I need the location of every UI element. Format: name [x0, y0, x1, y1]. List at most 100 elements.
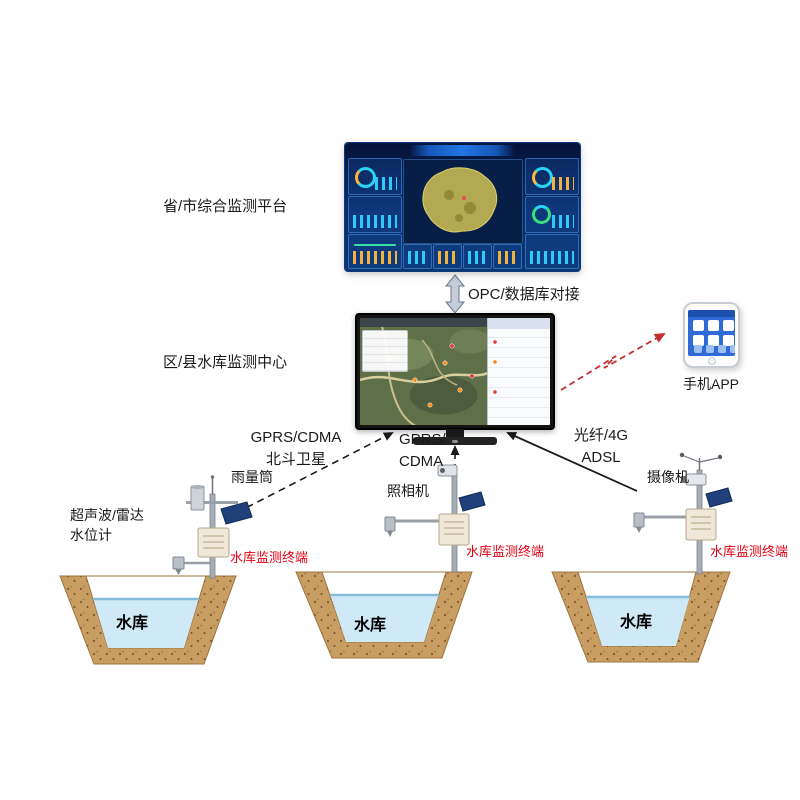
dashboard-panel [433, 244, 462, 269]
mobile-phone [683, 302, 740, 368]
bar-chart-icon [552, 215, 574, 228]
reservoir-basin-middle [295, 571, 473, 659]
terminal-label-right: 水库监测终端 [710, 544, 789, 559]
solar-panel-icon [705, 487, 733, 508]
dashboard-panel [525, 196, 579, 233]
provincial-platform-screen [345, 143, 580, 271]
terminal-label-left: 水库监测终端 [230, 550, 309, 565]
app-icon [708, 320, 719, 331]
dashboard-panel [403, 244, 432, 269]
water-left [93, 598, 199, 648]
county-center-monitor [355, 313, 555, 430]
terminal-box-middle [438, 513, 470, 546]
app-icon [723, 320, 734, 331]
donut-chart-icon [532, 205, 551, 224]
monitor-data-table [487, 318, 550, 425]
bar-chart-icon [375, 177, 397, 190]
link-middle-line1: GPRS/ [399, 431, 446, 448]
monitoring-station-middle [384, 464, 486, 573]
center-label: 区/县水库监测中心 [163, 354, 288, 371]
terminal-box-left [197, 527, 230, 558]
camera-icon [437, 464, 458, 477]
link-middle-label: GPRS/ CDMA [399, 429, 463, 473]
monitor-legend-panel [362, 330, 408, 372]
fiber-right-link-line [506, 432, 638, 492]
camera-label: 照相机 [387, 483, 429, 499]
donut-chart-icon [532, 167, 553, 188]
dashboard-panel [348, 234, 402, 269]
link-left-label: GPRS/CDMA 北斗卫星 [248, 427, 344, 471]
link-left-line2: 北斗卫星 [265, 450, 326, 468]
opc-double-arrow [444, 274, 466, 314]
link-right-line1: 光纤/4G [573, 427, 629, 444]
phone-app-label: 手机APP [682, 376, 739, 392]
phone-home-button [707, 357, 716, 365]
monitor-stand-neck [446, 429, 464, 439]
bar-chart-icon [353, 251, 397, 264]
solar-panel-icon [220, 501, 253, 525]
platform-label: 省/市综合监测平台 [163, 198, 288, 215]
anemometer-icon [679, 452, 723, 470]
region-map-icon [422, 167, 498, 233]
bar-chart-icon [468, 251, 487, 264]
phone-app-grid [693, 320, 734, 346]
monitor-screen-map [360, 318, 550, 425]
monitor-toolbar [360, 318, 487, 327]
reservoir-label-left: 水库 [115, 615, 148, 632]
bar-chart-icon [552, 177, 574, 190]
reservoir-label-middle: 水库 [353, 617, 386, 634]
opc-link-label: OPC/数据库对接 [468, 286, 580, 303]
dashboard-panel [493, 244, 522, 269]
dashboard-panel [463, 244, 492, 269]
monitor-logo [452, 440, 458, 443]
dashboard-panel [348, 196, 402, 233]
video-camera-label: 摄像机 [647, 469, 689, 485]
solar-panel-icon [458, 491, 486, 512]
video-camera-icon [681, 473, 707, 486]
bar-chart-icon [438, 251, 457, 264]
water-level-gauge-label: 超声波/雷达 水位计 [70, 505, 170, 546]
water-level-line1: 超声波/雷达 [70, 507, 144, 523]
bar-chart-icon [530, 251, 574, 264]
app-icon [693, 335, 704, 346]
app-icon [723, 335, 734, 346]
link-left-line1: GPRS/CDMA [250, 429, 342, 446]
reservoir-basin-left [59, 575, 237, 665]
phone-dock [694, 345, 735, 353]
dashboard-title-bar [409, 145, 515, 156]
dashboard-panel [525, 234, 579, 269]
water-middle [330, 594, 439, 642]
antenna-icon [210, 475, 215, 479]
reservoir-basin-right [551, 571, 731, 663]
bar-chart-icon [353, 215, 397, 228]
sensor-icon-right [633, 512, 645, 533]
dock-app-icon [694, 345, 702, 353]
dock-app-icon [706, 345, 714, 353]
dock-app-icon [718, 345, 726, 353]
line-chart-icon [354, 244, 396, 246]
monitoring-station-left [172, 475, 253, 579]
dashboard-panel [525, 158, 579, 195]
app-link-line [560, 333, 666, 391]
monitoring-station-right [633, 452, 733, 575]
terminal-label-middle: 水库监测终端 [466, 544, 545, 559]
phone-statusbar [688, 310, 735, 317]
gprs-left-link-line [235, 432, 394, 514]
water-level-line2: 水位计 [70, 527, 112, 544]
app-icon [693, 320, 704, 331]
sensor-icon-middle [384, 516, 396, 537]
bar-chart-icon [498, 251, 517, 264]
donut-chart-icon [355, 167, 376, 188]
reservoir-label-right: 水库 [619, 614, 652, 631]
dashboard-panel [348, 158, 402, 195]
dock-app-icon [730, 345, 735, 353]
terminal-box-right [685, 508, 717, 541]
rain-gauge-icon [190, 485, 205, 511]
app-icon [708, 335, 719, 346]
dashboard-region-map [403, 159, 523, 244]
link-right-label: 光纤/4G ADSL [561, 425, 641, 469]
link-middle-line2: CDMA [399, 452, 444, 470]
link-right-line2: ADSL [581, 448, 621, 466]
